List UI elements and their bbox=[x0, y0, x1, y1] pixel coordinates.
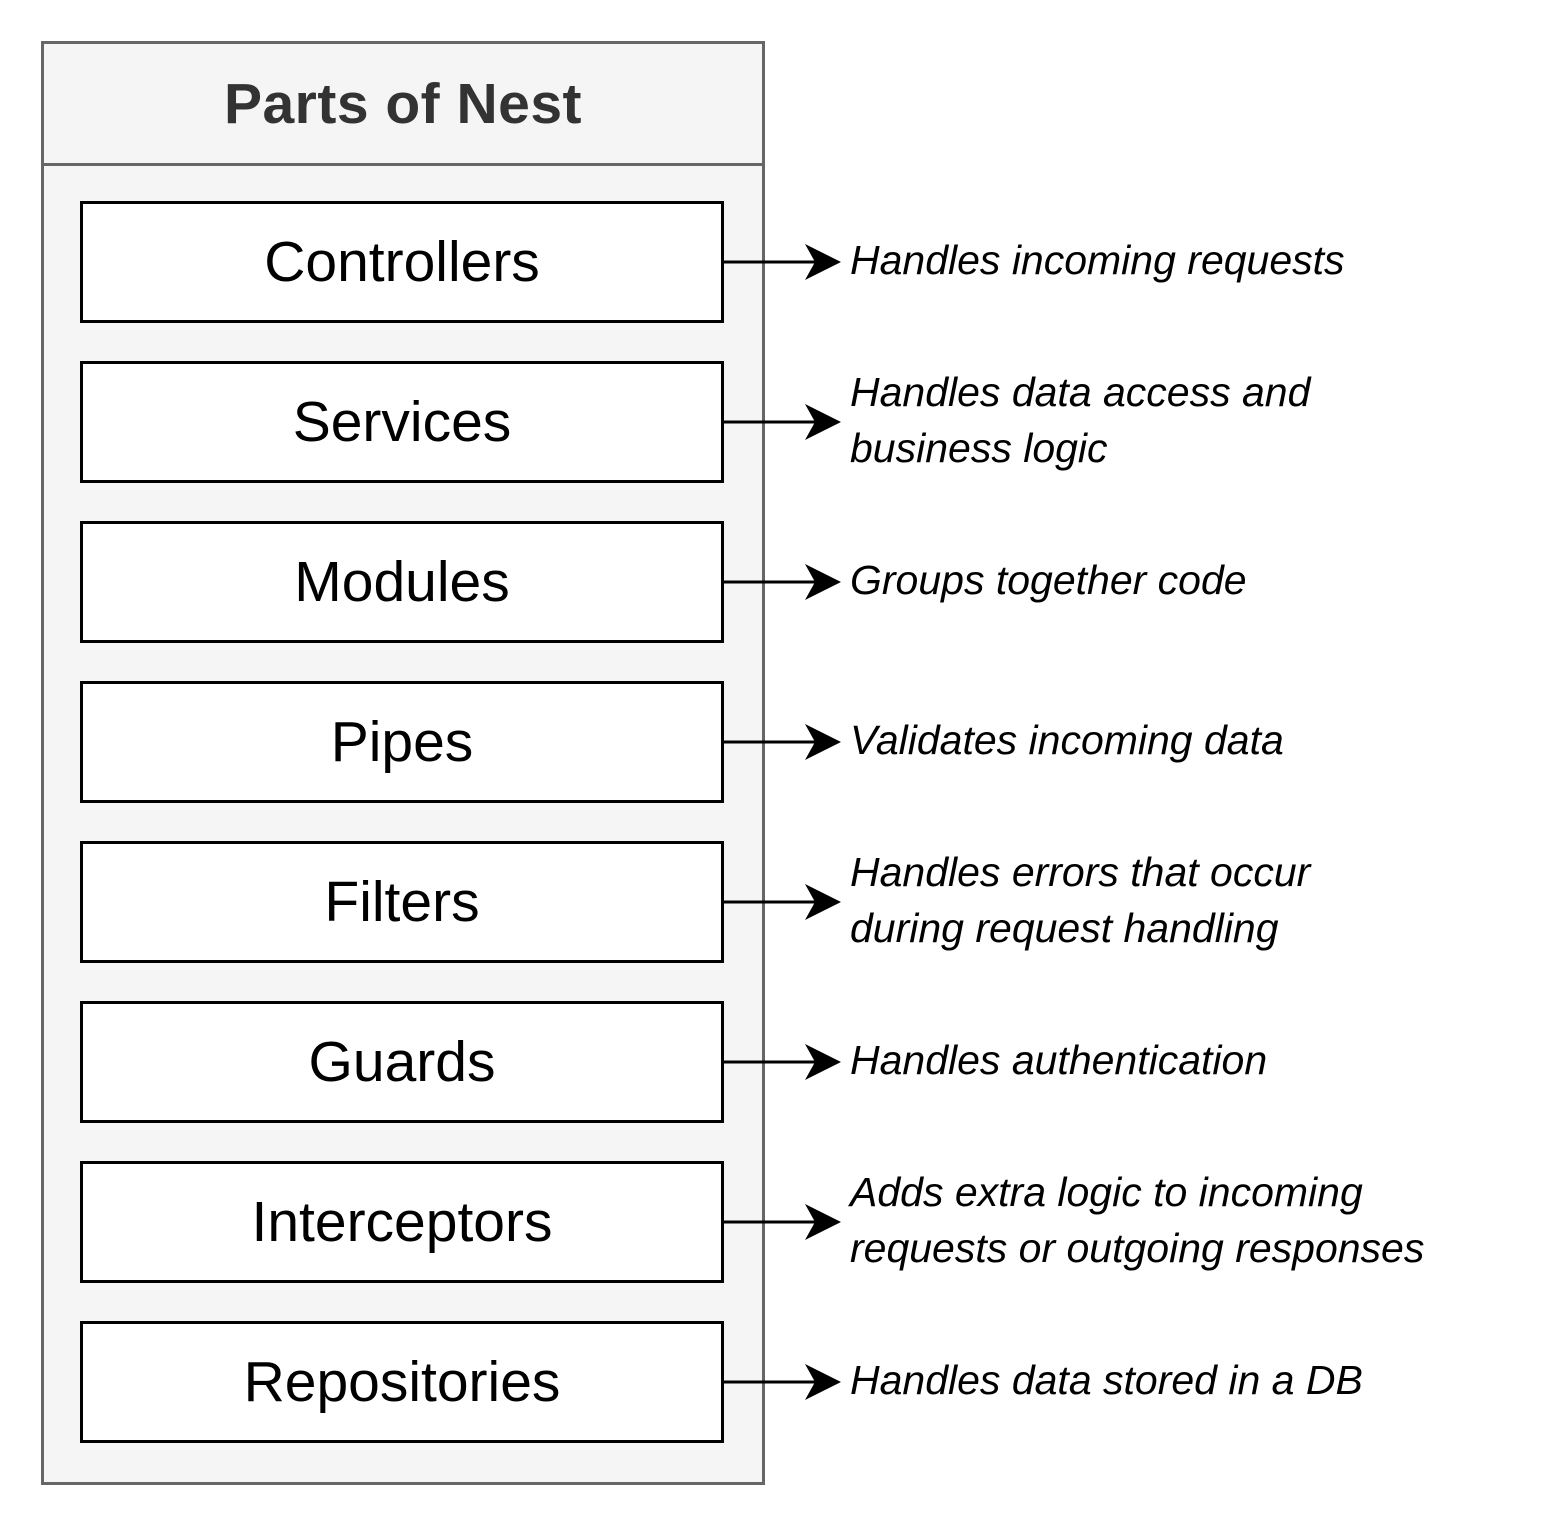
description-services: Handles data access and business logic bbox=[850, 364, 1550, 476]
diagram-title: Parts of Nest bbox=[223, 71, 583, 136]
arrow-repositories bbox=[721, 1364, 841, 1400]
arrow-modules bbox=[721, 564, 841, 600]
description-line: Handles incoming requests bbox=[850, 237, 1345, 283]
part-label: Pipes bbox=[330, 710, 474, 774]
description-line: Groups together code bbox=[850, 557, 1247, 603]
part-label: Services bbox=[292, 390, 512, 454]
part-label: Interceptors bbox=[251, 1190, 553, 1254]
description-line: requests or outgoing responses bbox=[850, 1225, 1425, 1271]
description-interceptors: Adds extra logic to incoming requests or … bbox=[850, 1164, 1550, 1276]
part-box-interceptors: Interceptors bbox=[80, 1161, 724, 1283]
part-box-pipes: Pipes bbox=[80, 681, 724, 803]
description-line: Validates incoming data bbox=[850, 717, 1284, 763]
description-line: Handles data access and bbox=[850, 369, 1311, 415]
description-line: Handles authentication bbox=[850, 1037, 1268, 1083]
arrow-pipes bbox=[721, 724, 841, 760]
description-filters: Handles errors that occur during request … bbox=[850, 844, 1550, 956]
arrow-head bbox=[805, 404, 841, 440]
arrow-head bbox=[805, 1044, 841, 1080]
arrow-head bbox=[805, 884, 841, 920]
description-line: Handles errors that occur bbox=[850, 849, 1311, 895]
container-header: Parts of Nest bbox=[44, 44, 762, 166]
part-box-services: Services bbox=[80, 361, 724, 483]
description-guards: Handles authentication bbox=[850, 1032, 1550, 1088]
description-modules: Groups together code bbox=[850, 552, 1550, 608]
arrow-head bbox=[805, 244, 841, 280]
arrow-head bbox=[805, 1204, 841, 1240]
arrow-services bbox=[721, 404, 841, 440]
arrow-head bbox=[805, 724, 841, 760]
arrow-guards bbox=[721, 1044, 841, 1080]
part-box-controllers: Controllers bbox=[80, 201, 724, 323]
description-line: Handles data stored in a DB bbox=[850, 1357, 1363, 1403]
part-label: Filters bbox=[324, 870, 480, 934]
description-repositories: Handles data stored in a DB bbox=[850, 1352, 1550, 1408]
part-label: Repositories bbox=[243, 1350, 561, 1414]
arrow-filters bbox=[721, 884, 841, 920]
part-box-repositories: Repositories bbox=[80, 1321, 724, 1443]
description-controllers: Handles incoming requests bbox=[850, 232, 1550, 288]
part-box-filters: Filters bbox=[80, 841, 724, 963]
arrow-interceptors bbox=[721, 1204, 841, 1240]
description-line: during request handling bbox=[850, 905, 1279, 951]
part-box-guards: Guards bbox=[80, 1001, 724, 1123]
description-pipes: Validates incoming data bbox=[850, 712, 1550, 768]
description-line: Adds extra logic to incoming bbox=[850, 1169, 1363, 1215]
part-label: Guards bbox=[308, 1030, 496, 1094]
description-line: business logic bbox=[850, 425, 1108, 471]
part-label: Modules bbox=[294, 550, 510, 614]
part-label: Controllers bbox=[264, 230, 540, 294]
arrow-head bbox=[805, 1364, 841, 1400]
arrow-head bbox=[805, 564, 841, 600]
arrow-controllers bbox=[721, 244, 841, 280]
part-box-modules: Modules bbox=[80, 521, 724, 643]
